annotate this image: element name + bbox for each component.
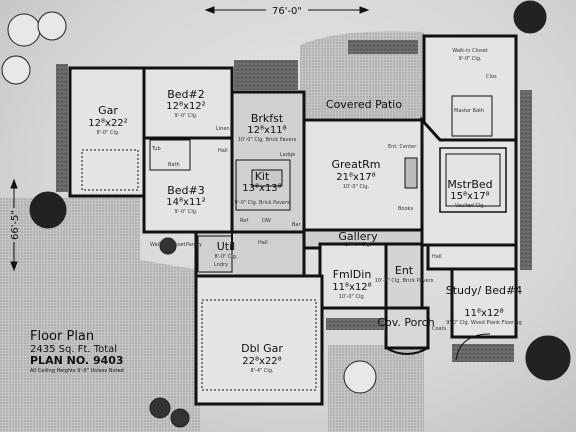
room-ceiling: 10'-0" Clg. Brick Pavers: [375, 278, 434, 284]
room-size: 12⁸x12²: [166, 101, 205, 112]
room-mstrbed: MstrBed 15⁸x17⁸ Vaulted Clg.: [447, 178, 492, 209]
room-name: Study/ Bed#4: [446, 284, 522, 297]
room-name: Util: [217, 240, 235, 253]
room-size: 13⁸x13⁸: [242, 183, 281, 194]
room-greatrm: GreatRm 21⁸x17⁸ 10'-0" Clg.: [332, 158, 381, 190]
room-name: MstrBed: [447, 178, 492, 191]
planter-front-right: [452, 344, 514, 362]
room-name: Gallery: [338, 230, 378, 243]
room-fmldin: FmlDin 11⁸x12⁸ 10'-0" Clg.: [332, 268, 371, 300]
hall-label: Hall: [218, 148, 228, 154]
room-ceiling: 8'-0" Clg.: [214, 254, 237, 260]
bar-label: Bar: [292, 222, 301, 228]
closet-label: Clos: [486, 74, 497, 80]
room-ceiling: 9'-0" Clg.: [458, 56, 481, 62]
room-ent: Ent 10'-0" Clg. Brick Pavers: [375, 264, 434, 284]
linen-label: Linen: [216, 126, 230, 132]
room-ceiling: 9'-0" Clg. Brick Pavers: [234, 200, 290, 206]
dw-label: DW: [262, 218, 271, 224]
interior-details: [81, 92, 507, 391]
room-kit: Kit 13⁸x13⁸ 9'-0" Clg. Brick Pavers: [234, 170, 290, 206]
plan-note: All Ceiling Heights 9'-0" Unless Noted: [30, 368, 124, 374]
room-covered-patio: Covered Patio: [326, 98, 402, 111]
room-ceiling: 9'-0" Clg.: [174, 209, 197, 215]
room-dblgar: Dbl Gar 22⁸x22⁸ 8'-4" Clg.: [241, 342, 283, 374]
room-name: Bed#3: [167, 184, 205, 197]
room-size: 14⁸x11²: [166, 197, 205, 208]
room-name: FmlDin: [333, 268, 372, 281]
hall-label: Hall: [258, 240, 268, 246]
dimension-lines: [10, 6, 370, 272]
room-util: Util 8'-0" Clg.: [214, 240, 237, 260]
room-name: Covered Patio: [326, 98, 402, 111]
planter-patio: [348, 40, 418, 54]
master-bath-label: Master Bath: [454, 108, 484, 114]
room-name: Bed#2: [167, 88, 205, 101]
room-name: Gar: [98, 104, 118, 117]
room-size: 12⁸x11⁸: [247, 125, 286, 136]
porch-arch: [385, 347, 429, 355]
room-ceiling: 8'-0" Clg.: [96, 130, 119, 136]
title-block: Floor Plan 2435 Sq. Ft. Total PLAN NO. 9…: [30, 329, 124, 374]
pantry-label: Pantry: [186, 242, 202, 248]
hall-label: Hall: [432, 254, 442, 260]
planter-left: [56, 64, 68, 192]
room-bed2: Bed#2 12⁸x12² 9'-0" Clg.: [166, 88, 205, 119]
lndry-label: Lndry: [214, 262, 228, 268]
room-size: 11⁸x12⁸: [464, 308, 503, 319]
room-name: Walk-in Closet: [452, 48, 488, 54]
room-ceiling: 10'-0" Clg.: [345, 242, 372, 248]
room-walkin-closet: Walk-in Closet 9'-0" Clg.: [452, 48, 488, 62]
plan-number: PLAN NO. 9403: [30, 354, 124, 367]
planter-front: [326, 318, 384, 330]
room-ceiling: 8'-4" Clg.: [250, 368, 273, 374]
tub-label: Tub: [151, 146, 161, 152]
room-name: Cov. Porch: [377, 316, 434, 329]
room-name: Dbl Gar: [241, 342, 283, 355]
room-name: GreatRm: [332, 158, 381, 171]
room-gar: Gar 12⁸x22² 8'-0" Clg.: [88, 104, 127, 136]
room-study-bed4: Study/ Bed#4 11⁸x12⁸ 9'-0" Clg. Wood Pla…: [446, 284, 522, 326]
walkin-closet-label: Walk-in Closet: [150, 242, 186, 248]
room-size: 21⁸x17⁸: [336, 172, 375, 183]
ref-label: Ref: [240, 218, 248, 224]
room-ceiling: 10'-0" Clg.: [343, 184, 370, 190]
room-brkfst: Brkfst 12⁸x11⁸ 10'-0" Clg. Brick Pavers: [238, 112, 297, 143]
planter-top: [234, 60, 298, 90]
bath-label: Bath: [168, 162, 180, 168]
depth-dimension: 66'-5": [10, 210, 21, 240]
ledge-label: Ledge: [280, 152, 295, 158]
room-ceiling: 9'-0" Clg. Wood Plank Flooring: [446, 320, 522, 326]
room-size: 11⁸x12⁸: [332, 282, 371, 293]
room-name: Kit: [255, 170, 270, 183]
room-name: Brkfst: [251, 112, 284, 125]
room-bed3: Bed#3 14⁸x11² 9'-0" Clg.: [166, 184, 205, 215]
room-cov-porch: Cov. Porch: [377, 316, 434, 329]
room-gallery: Gallery 10'-0" Clg.: [338, 230, 378, 248]
room-ceiling: 10'-0" Clg.: [339, 294, 366, 300]
room-size: 22⁸x22⁸: [242, 356, 281, 367]
ent-center-label: Ent. Center: [388, 144, 417, 150]
plan-total: 2435 Sq. Ft. Total: [30, 344, 117, 355]
coats-label: Coats: [432, 326, 447, 332]
width-dimension: 76'-0": [272, 6, 302, 17]
books-label: Books: [398, 206, 413, 212]
plan-heading: Floor Plan: [30, 329, 94, 344]
room-ceiling: 9'-0" Clg.: [174, 113, 197, 119]
room-size: 15⁸x17⁸: [450, 191, 489, 202]
front-walk: [328, 345, 424, 432]
driveway: [0, 190, 200, 432]
room-size: 12⁸x22²: [88, 118, 127, 129]
planter-right: [520, 90, 532, 270]
walls: [68, 34, 518, 406]
room-ceiling: Vaulted Clg.: [455, 203, 486, 209]
room-name: Ent: [395, 264, 414, 277]
room-ceiling: 10'-0" Clg. Brick Pavers: [238, 137, 297, 143]
